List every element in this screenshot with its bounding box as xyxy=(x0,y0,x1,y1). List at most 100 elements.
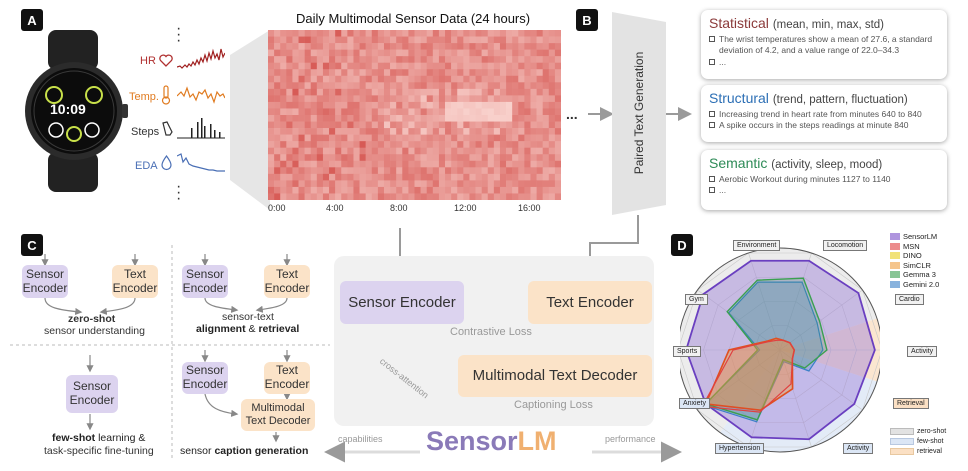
c4-decoder: Multimodal Text Decoder xyxy=(241,399,315,431)
radar-spoke xyxy=(697,349,781,411)
semantic-text-1: Aerobic Workout during minutes 1127 to 1… xyxy=(719,174,891,184)
model-legend: SensorLM MSN DINO SimCLR Gemma 3 Gemini … xyxy=(890,232,939,289)
eda-signal xyxy=(177,153,225,172)
capabilities-label: capabilities xyxy=(338,434,383,444)
thermometer-icon xyxy=(161,85,171,105)
time-tick-3: 12:00 xyxy=(454,203,477,213)
statistical-card: Statistical (mean, min, max, std) The wr… xyxy=(701,10,947,79)
panel-a-label: A xyxy=(21,9,43,31)
c2-sensor-encoder: Sensor Encoder xyxy=(182,265,228,298)
axis-label-sports: Sports xyxy=(673,346,702,357)
legend-swatch xyxy=(890,233,900,241)
radar-polygon xyxy=(701,339,795,413)
logo-sensor: Sensor xyxy=(426,426,518,456)
c2-amp: & xyxy=(245,323,259,335)
radar-polygon xyxy=(702,281,824,423)
c3-fewshot: few-shot xyxy=(52,432,96,444)
sensor-label-hr: HR xyxy=(140,55,156,67)
task-swatch xyxy=(890,427,914,435)
c1-text-encoder: Text Encoder xyxy=(112,265,158,298)
c1-sensor-encoder: Sensor Encoder xyxy=(22,265,68,298)
statistical-text-2: ... xyxy=(719,56,727,67)
legend-item: DINO xyxy=(890,251,939,261)
time-tick-1: 4:00 xyxy=(326,203,344,213)
radar-spoke xyxy=(779,252,812,351)
radar-chart xyxy=(680,247,880,453)
axis-label-activity-bottom: Activity xyxy=(843,443,874,454)
structural-subtitle: (trend, pattern, fluctuation) xyxy=(772,94,908,106)
c4-text-encoder: Text Encoder xyxy=(264,362,310,394)
c3-caption-line1: few-shot learning & xyxy=(52,432,145,444)
axis-label-activity-right: Activity xyxy=(907,346,938,357)
center-decoder: Multimodal Text Decoder xyxy=(458,355,652,397)
watch-time: 10:09 xyxy=(50,101,86,117)
c4-sensor-encoder: Sensor Encoder xyxy=(182,362,228,394)
legend-item: Gemma 3 xyxy=(890,270,939,280)
axis-label-environment: Environment xyxy=(733,240,781,251)
task-swatch xyxy=(890,437,914,445)
legend-item: MSN xyxy=(890,242,939,252)
panel-d-label: D xyxy=(671,234,693,256)
legend-swatch xyxy=(890,261,900,269)
heatmap-ellipsis: ... xyxy=(566,106,578,122)
radar-spoke xyxy=(697,289,781,351)
semantic-title: Semantic xyxy=(709,155,768,171)
c2-alignment: alignment xyxy=(196,323,246,335)
legend-label: DINO xyxy=(903,251,922,261)
radar-spoke xyxy=(748,349,781,448)
axis-label-cardio: Cardio xyxy=(895,294,924,305)
legend-item: Gemini 2.0 xyxy=(890,280,939,290)
task-legend-item: retrieval xyxy=(890,446,946,456)
c2-caption-line2: alignment & retrieval xyxy=(196,323,299,335)
panel-c-arrows xyxy=(41,254,291,443)
c4-caption-bold: caption generation xyxy=(214,445,309,457)
shoe-icon xyxy=(162,121,173,136)
time-tick-4: 16:00 xyxy=(518,203,541,213)
center-text-encoder: Text Encoder xyxy=(528,281,652,324)
radar-spoke xyxy=(748,252,781,351)
legend-label: MSN xyxy=(903,241,920,251)
checkbox-icon xyxy=(709,176,715,182)
heart-icon xyxy=(159,54,173,67)
checkbox-icon xyxy=(709,58,715,65)
sensor-label-steps: Steps xyxy=(131,126,160,138)
statistical-text-1: The wrist temperatures show a mean of 27… xyxy=(719,34,933,56)
performance-label: performance xyxy=(605,434,656,444)
hr-signal xyxy=(177,48,225,69)
c1-caption-bold: zero-shot xyxy=(68,313,116,325)
c2-caption-line1: sensor-text xyxy=(222,311,274,323)
c4-caption: sensor caption generation xyxy=(180,445,308,457)
task-label: few-shot xyxy=(917,437,944,445)
axis-label-anxiety: Anxiety xyxy=(679,398,710,409)
text-generator-shape xyxy=(612,12,666,215)
axis-label-gym: Gym xyxy=(685,294,708,305)
sensor-more-top: ··· xyxy=(176,20,182,49)
panel-b-label: B xyxy=(576,9,598,31)
structural-title: Structural xyxy=(709,90,769,106)
captioning-loss-label: Captioning Loss xyxy=(514,399,593,411)
task-legend-item: few-shot xyxy=(890,436,946,446)
semantic-line-2: ... xyxy=(709,185,939,196)
droplet-icon xyxy=(161,155,172,171)
time-tick-0: 0:00 xyxy=(268,203,286,213)
radar-sector xyxy=(720,350,878,452)
time-tick-2: 8:00 xyxy=(390,203,408,213)
logo-lm: LM xyxy=(517,426,557,456)
semantic-card: Semantic (activity, sleep, mood) Aerobic… xyxy=(701,150,947,210)
checkbox-icon xyxy=(709,36,715,42)
axis-label-hypertension: Hypertension xyxy=(715,443,765,454)
heatmap-title: Daily Multimodal Sensor Data (24 hours) xyxy=(296,11,531,26)
c3-caption-line2: task-specific fine-tuning xyxy=(44,445,154,457)
structural-text-1: Increasing trend in heart rate from minu… xyxy=(719,109,922,119)
temp-signal xyxy=(177,86,225,104)
legend-label: Gemma 3 xyxy=(903,270,936,280)
sensor-more-bottom: ··· xyxy=(176,178,182,207)
c2-text-encoder: Text Encoder xyxy=(264,265,310,298)
legend-swatch xyxy=(890,242,900,250)
center-sensor-encoder: Sensor Encoder xyxy=(340,281,464,324)
statistical-line-2: ... xyxy=(709,57,939,68)
axis-label-locomotion: Locomotion xyxy=(823,240,868,251)
c4-caption-pre: sensor xyxy=(180,445,215,457)
structural-line-1: Increasing trend in heart rate from minu… xyxy=(709,109,939,120)
structural-line-2: A spike occurs in the steps readings at … xyxy=(709,120,939,131)
